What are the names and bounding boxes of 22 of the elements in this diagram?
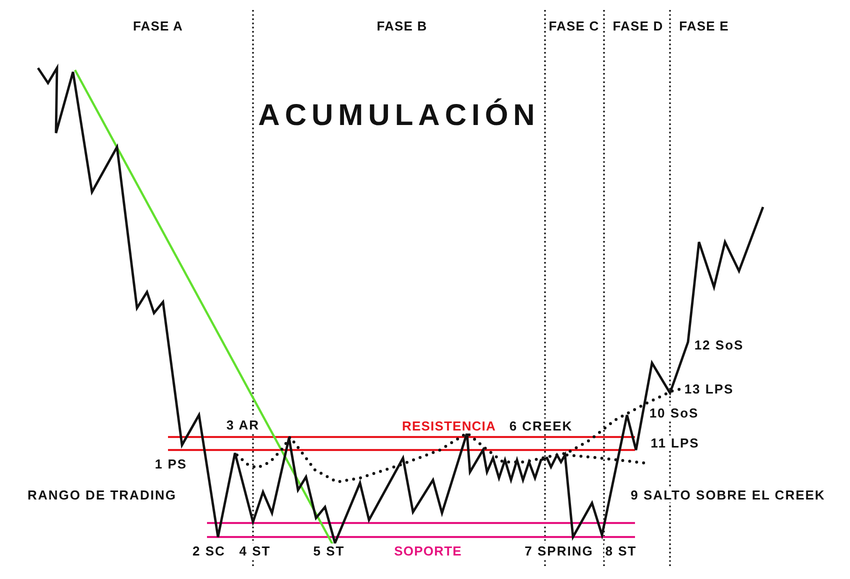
event-label: 9 SALTO SOBRE EL CREEK — [630, 488, 826, 502]
phase-label: FASE D — [612, 18, 664, 34]
event-label: 11 LPS — [650, 436, 700, 450]
range-label: RANGO DE TRADING — [26, 488, 178, 502]
event-label: 2 SC — [192, 544, 226, 558]
phase-label: FASE A — [132, 18, 184, 34]
event-label: 10 SoS — [648, 406, 700, 420]
event-label: 5 ST — [312, 544, 346, 558]
event-label: 4 ST — [238, 544, 272, 558]
chart-title: ACUMULACIÓN — [257, 99, 541, 133]
event-label: 6 CREEK — [508, 418, 574, 434]
event-label: 8 ST — [604, 544, 638, 558]
phase-label: FASE C — [548, 18, 600, 34]
event-label: 7 SPRING — [524, 544, 594, 558]
event-label: 1 PS — [154, 456, 188, 472]
event-label: 12 SoS — [693, 338, 745, 352]
phase-label: FASE B — [376, 18, 428, 34]
event-label: 3 AR — [225, 418, 261, 432]
event-label: 13 LPS — [683, 382, 735, 396]
phase-label: FASE E — [678, 18, 730, 34]
resistance-label: RESISTENCIA — [401, 418, 497, 434]
support-label: SOPORTE — [393, 544, 463, 558]
